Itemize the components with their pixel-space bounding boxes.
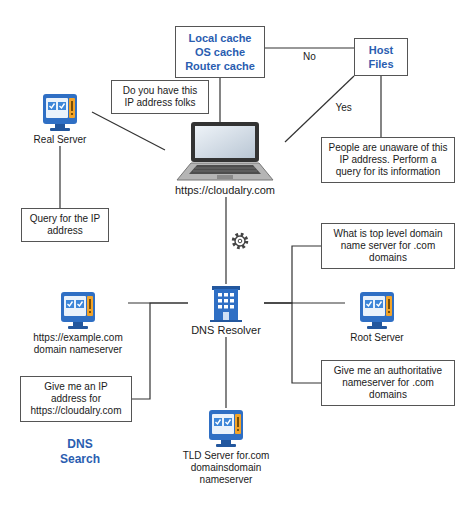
box-text: Local cache OS cache Router cache: [181, 31, 259, 73]
edge-label: No: [301, 51, 318, 63]
callout-box: Give me an IP address for https://clouda…: [20, 376, 132, 422]
connector-line: [264, 246, 321, 303]
box-text: Give me an IP address for https://clouda…: [26, 381, 126, 417]
connector-line: [225, 337, 226, 408]
server-node: Real Server: [28, 92, 92, 146]
server-node: Root Server: [345, 290, 409, 344]
resolver-node: DNS Resolver: [188, 284, 264, 337]
hosts-box: Host Files: [354, 38, 408, 76]
server-shape: [360, 292, 394, 329]
callout-box: People are unaware of this IP address. P…: [321, 137, 455, 183]
building-shape: [210, 286, 242, 322]
connector-line: [380, 76, 381, 137]
box-text: What is top level domain name server for…: [327, 228, 449, 264]
laptop-icon: [175, 122, 275, 182]
server-shape: [209, 410, 243, 447]
icon-label: https://cloudalry.com: [167, 184, 283, 197]
connector-line: [264, 303, 321, 383]
icon-label: TLD Server for.com domainsdomain nameser…: [172, 450, 280, 486]
callout-box: What is top level domain name server for…: [321, 223, 455, 269]
gear-icon: [230, 231, 250, 251]
server-icon: [208, 408, 244, 448]
connector-line: [132, 303, 188, 399]
callout-box: Query for the IP address: [21, 208, 109, 242]
box-text: Give me an authoritative nameserver for …: [327, 365, 449, 401]
icon-label: https://example.com domain nameserver: [30, 332, 126, 356]
box-text: Host Files: [360, 43, 402, 71]
connector-line: [265, 47, 354, 48]
laptop-shape: [177, 122, 273, 180]
connector-line: [225, 197, 226, 284]
gear-shape: [234, 235, 247, 248]
icon-label: DNS Resolver: [190, 324, 262, 337]
laptop-node: https://cloudalry.com: [165, 122, 285, 197]
server-node: TLD Server for.com domainsdomain nameser…: [170, 408, 282, 486]
connector-line: [285, 76, 354, 142]
server-icon: [42, 92, 78, 132]
building-icon: [208, 284, 244, 322]
server-shape: [61, 292, 95, 329]
cache-box: Local cache OS cache Router cache: [175, 26, 265, 78]
server-node: https://example.com domain nameserver: [28, 290, 128, 356]
box-text: Query for the IP address: [27, 213, 103, 237]
server-icon: [60, 290, 96, 330]
connector-line: [219, 78, 220, 122]
edge-label: Yes: [334, 102, 354, 114]
server-icon: [359, 290, 395, 330]
icon-label: Real Server: [30, 134, 90, 146]
connector-line: [59, 146, 60, 208]
callout-box: Do you have this IP address folks: [111, 80, 209, 114]
callout-box: Give me an authoritative nameserver for …: [321, 360, 455, 406]
box-text: Do you have this IP address folks: [117, 85, 203, 109]
connector-line: [92, 112, 165, 150]
box-text: People are unaware of this IP address. P…: [327, 142, 449, 178]
server-shape: [43, 94, 77, 131]
icon-label: Root Server: [347, 332, 407, 344]
section-title: DNS Search: [55, 437, 105, 467]
